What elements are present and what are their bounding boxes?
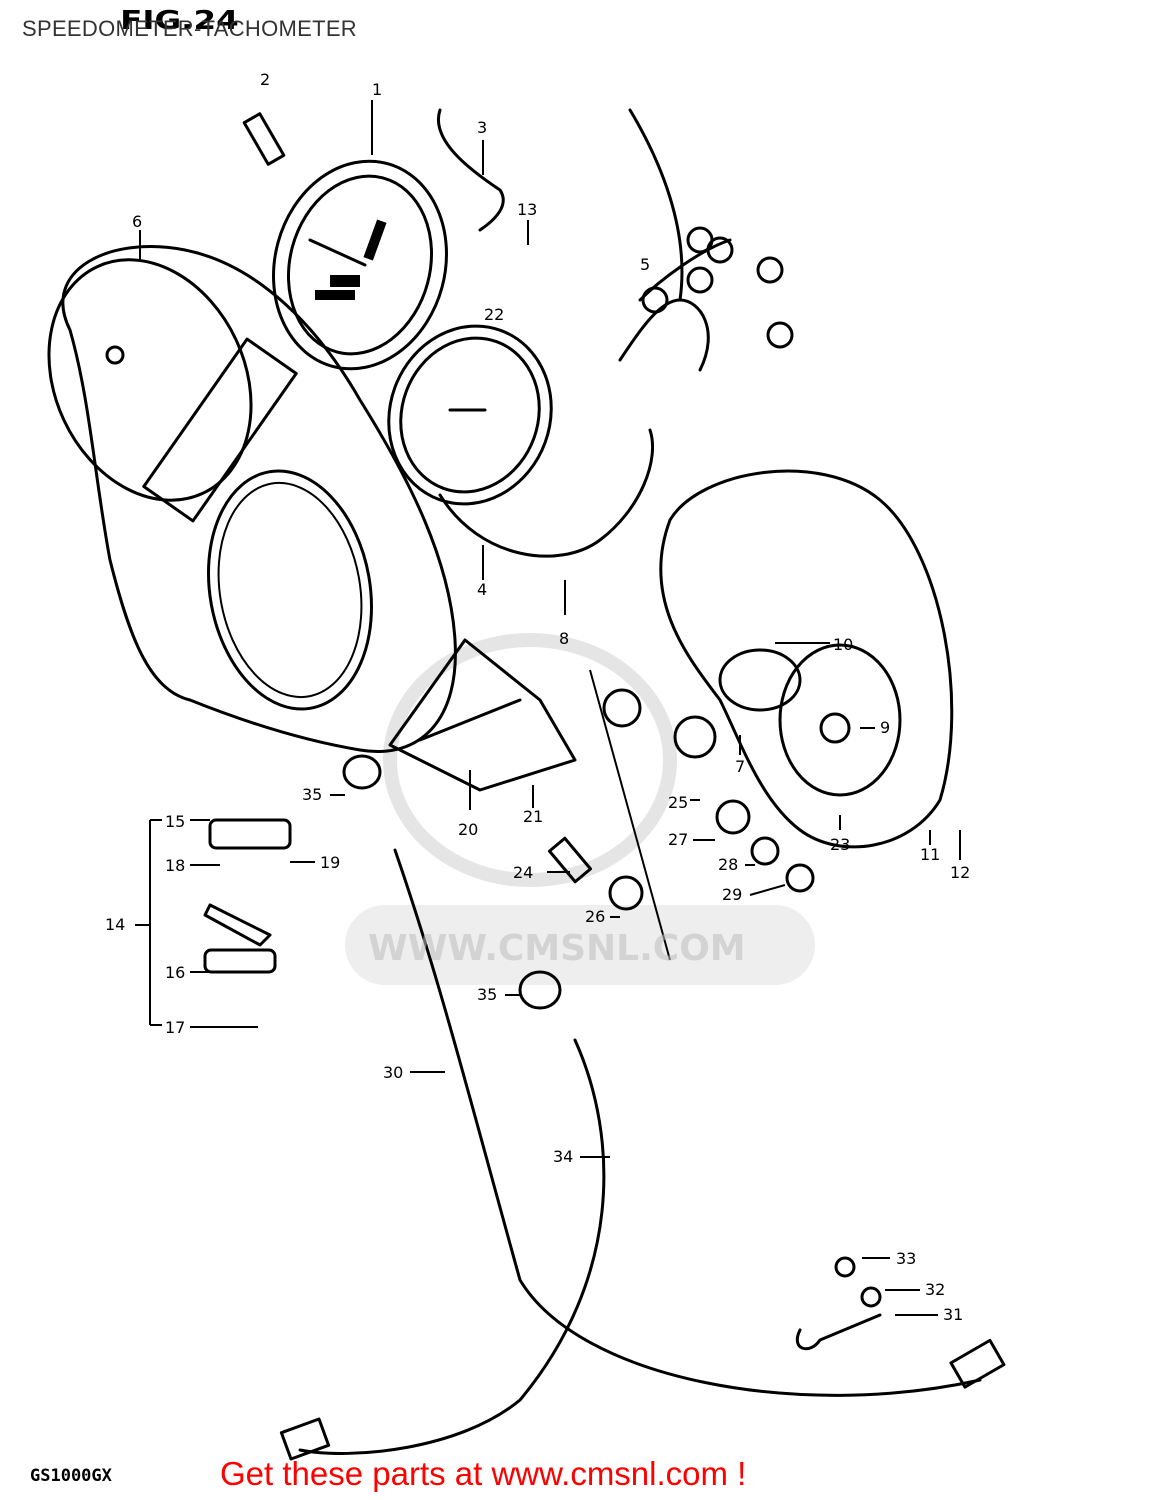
callout-1: 1 xyxy=(372,80,382,99)
callout-26: 26 xyxy=(585,907,605,926)
callout-10: 10 xyxy=(833,635,853,654)
bracket-part-20 xyxy=(388,638,577,792)
callout-22: 22 xyxy=(484,305,504,324)
callout-27: 27 xyxy=(668,830,688,849)
callout-8: 8 xyxy=(559,629,569,648)
promo-link[interactable]: Get these parts at www.cmsnl.com ! xyxy=(220,1455,747,1492)
callout-35a: 35 xyxy=(302,785,322,804)
callout-labels: 1 2 3 4 5 6 7 8 9 10 11 12 13 14 15 16 1… xyxy=(105,70,970,1324)
callout-9: 9 xyxy=(880,718,890,737)
speedometer-part-1 xyxy=(272,159,448,371)
callout-15: 15 xyxy=(165,812,185,831)
tachometer-part-4 xyxy=(387,324,655,558)
speedometer-cable-part-30 xyxy=(393,848,982,1397)
callout-3: 3 xyxy=(477,118,487,137)
callout-17: 17 xyxy=(165,1018,185,1037)
callout-11: 11 xyxy=(920,845,940,864)
callout-25: 25 xyxy=(668,793,688,812)
wiring-harness-part-5 xyxy=(618,108,794,372)
callout-29: 29 xyxy=(722,885,742,904)
page-title: SPEEDOMETER-TACHOMETER xyxy=(22,16,357,41)
callout-31: 31 xyxy=(943,1305,963,1324)
callout-32: 32 xyxy=(925,1280,945,1299)
watermark-logo xyxy=(345,633,815,985)
model-code: GS1000GX xyxy=(30,1466,112,1486)
callout-34: 34 xyxy=(553,1147,573,1166)
lamp-socket-part-3 xyxy=(436,108,505,232)
callout-18: 18 xyxy=(165,856,185,875)
callout-2: 2 xyxy=(260,70,270,89)
watermark-url: WWW.CMSNL.COM xyxy=(368,928,746,969)
tachometer-cable-part-34 xyxy=(298,1038,606,1455)
figure-number: FIG.24 xyxy=(120,6,239,36)
callout-21: 21 xyxy=(523,807,543,826)
callout-16: 16 xyxy=(165,963,185,982)
callout-20: 20 xyxy=(458,820,478,839)
bulb-part-2 xyxy=(242,112,286,166)
meter-case-part-6 xyxy=(47,245,457,753)
leader-lines xyxy=(135,100,961,1316)
callout-5: 5 xyxy=(640,255,650,274)
callout-7: 7 xyxy=(735,757,745,776)
callout-14: 14 xyxy=(105,915,125,934)
callout-12: 12 xyxy=(950,863,970,882)
callout-23: 23 xyxy=(830,835,850,854)
callout-19: 19 xyxy=(320,853,340,872)
callout-33: 33 xyxy=(896,1249,916,1268)
callout-35b: 35 xyxy=(477,985,497,1004)
callout-13: 13 xyxy=(517,200,537,219)
callout-24: 24 xyxy=(513,863,533,882)
callout-30: 30 xyxy=(383,1063,403,1082)
callout-28: 28 xyxy=(718,855,738,874)
callout-4: 4 xyxy=(477,580,487,599)
bracket-part-23 xyxy=(602,469,954,849)
small-parts xyxy=(203,715,1006,1461)
callout-6: 6 xyxy=(132,212,142,231)
